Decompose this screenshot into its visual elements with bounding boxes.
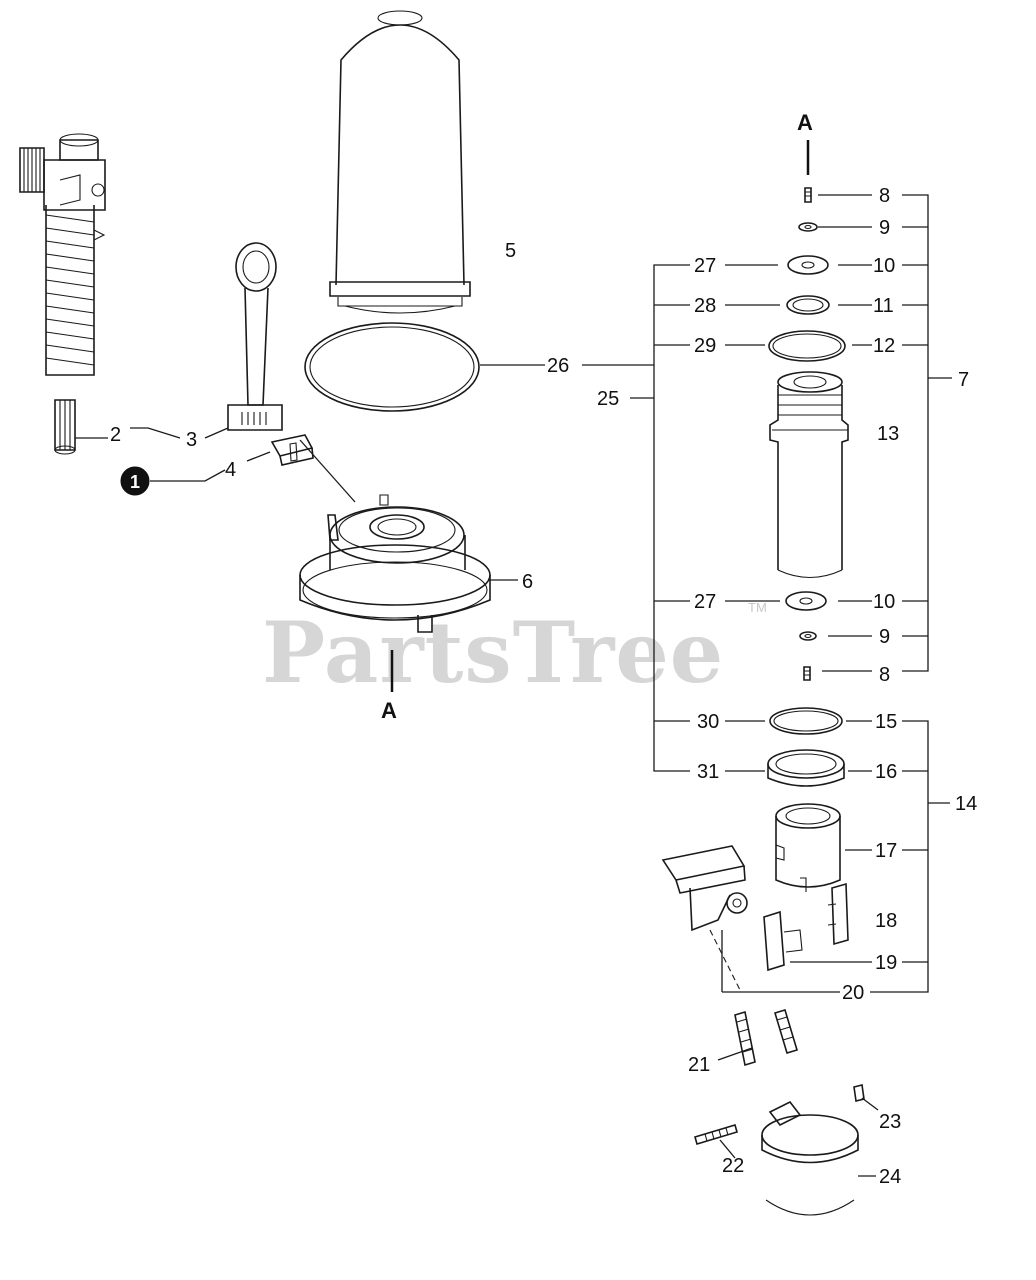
part-3-wrench[interactable]	[227, 242, 283, 431]
part-21-pins[interactable]	[734, 1009, 798, 1067]
callout-24: 24	[879, 1166, 901, 1188]
part-15-oring[interactable]	[769, 707, 843, 735]
callout-30: 30	[697, 711, 719, 733]
callout-22: 22	[722, 1155, 744, 1177]
callout-31: 31	[697, 761, 719, 783]
callout-15: 15	[875, 711, 897, 733]
callout-29: 29	[694, 335, 716, 357]
callout-13: 13	[877, 423, 899, 445]
callout-5: 5	[505, 240, 516, 262]
part-8-screw-bottom[interactable]	[803, 666, 811, 681]
part-11-oring[interactable]	[786, 295, 830, 315]
callout-12: 12	[873, 335, 895, 357]
part-2-fitting[interactable]	[19, 133, 106, 455]
part-10-disc-bottom[interactable]	[785, 591, 827, 611]
callout-21: 21	[688, 1054, 710, 1076]
part-4-clip[interactable]	[270, 434, 314, 466]
callout-17: 17	[875, 840, 897, 862]
leader-21	[717, 1047, 753, 1061]
watermark-tm: TM	[748, 600, 767, 615]
part-9-washer-top[interactable]	[798, 222, 818, 232]
part-5-bowl[interactable]	[329, 10, 471, 314]
part-17-cap[interactable]	[775, 803, 841, 892]
callout-9-top: 9	[879, 217, 890, 239]
callout-10-top: 10	[873, 255, 895, 277]
part-8-screw-top[interactable]	[804, 187, 812, 203]
callout-10-bottom: 10	[873, 591, 895, 613]
callout-18: 18	[875, 910, 897, 932]
callout-28: 28	[694, 295, 716, 317]
leader-4-head	[299, 439, 356, 503]
callout-25: 25	[597, 388, 619, 410]
callout-6: 6	[522, 571, 533, 593]
callout-8-bottom: 8	[879, 664, 890, 686]
callout-11: 11	[873, 295, 894, 317]
callout-9-bottom: 9	[879, 626, 890, 648]
part-6-head[interactable]	[299, 494, 491, 633]
section-marker-top: A	[797, 110, 813, 135]
callout-7: 7	[958, 369, 969, 391]
part-10-disc-top[interactable]	[787, 255, 829, 275]
callout-27-bottom: 27	[694, 591, 716, 613]
leader-23	[861, 1097, 879, 1111]
part-9-washer-bottom[interactable]	[799, 631, 817, 641]
callout-8-top: 8	[879, 185, 890, 207]
callout-19: 19	[875, 952, 897, 974]
bracket-14	[870, 720, 950, 993]
part-24-clamp[interactable]	[761, 1100, 859, 1216]
callout-1-circle: 1	[120, 466, 150, 496]
leaders-right-7	[818, 194, 872, 672]
callout-14: 14	[955, 793, 977, 815]
watermark-text: PartsTree	[262, 603, 724, 702]
callout-3: 3	[186, 429, 197, 451]
callout-27-top: 27	[694, 255, 716, 277]
part-19-latch[interactable]	[763, 910, 803, 972]
bracket-7	[902, 194, 952, 672]
bracket-25	[630, 264, 690, 772]
leaders-left-25	[725, 264, 780, 772]
leader-1	[150, 469, 226, 482]
callout-1: 1	[130, 472, 140, 492]
section-marker-bottom: A	[381, 698, 397, 723]
callout-4: 4	[225, 459, 236, 481]
part-22-bolt[interactable]	[694, 1124, 738, 1145]
leader-22	[719, 1139, 736, 1159]
callout-2: 2	[110, 424, 121, 446]
part-12-oring[interactable]	[768, 330, 846, 362]
part-13-cartridge[interactable]	[769, 371, 849, 578]
part-26-oring[interactable]	[304, 322, 480, 412]
leaders-right-14	[721, 720, 872, 993]
callout-23: 23	[879, 1111, 901, 1133]
callout-20: 20	[842, 982, 864, 1004]
part-20-handle[interactable]	[661, 845, 748, 991]
callout-16: 16	[875, 761, 897, 783]
part-16-seal[interactable]	[767, 749, 845, 787]
part-18-latch[interactable]	[827, 882, 849, 946]
leader-4	[246, 451, 271, 462]
callout-26: 26	[547, 355, 569, 377]
leader-2-3	[130, 427, 181, 439]
leader-3	[204, 427, 229, 439]
